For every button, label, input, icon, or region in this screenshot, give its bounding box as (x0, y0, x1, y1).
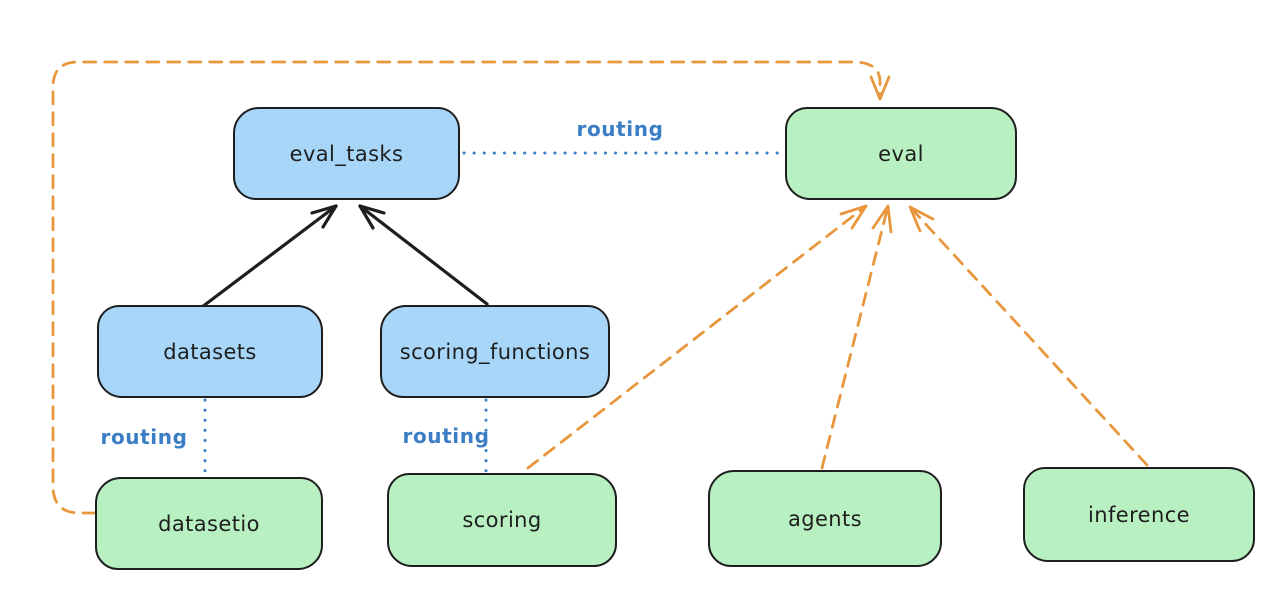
edge-inference-to-eval (908, 205, 1149, 467)
routing-label-datasets-datasetio: routing (100, 425, 188, 449)
node-datasetio-label: datasetio (158, 511, 260, 536)
edge-scoring-to-eval (526, 204, 868, 470)
node-scoring-functions-label: scoring_functions (399, 339, 591, 364)
node-agents: agents (708, 470, 942, 567)
node-eval: eval (785, 107, 1017, 200)
node-eval-tasks-label: eval_tasks (289, 141, 404, 166)
node-datasets-label: datasets (163, 339, 257, 364)
edge-datasetio-to-eval (51, 60, 891, 515)
node-eval-label: eval (878, 141, 924, 166)
routing-label-eval-tasks-eval: routing (576, 117, 664, 141)
edge-scoring-functions-to-eval-tasks (358, 204, 489, 306)
edge-datasets-to-eval-tasks (200, 204, 338, 309)
node-scoring-label: scoring (462, 508, 542, 532)
routing-label-scoring-functions-scoring: routing (402, 424, 490, 448)
node-datasets: datasets (97, 305, 323, 398)
node-eval-tasks: eval_tasks (233, 107, 460, 200)
node-inference-label: inference (1088, 502, 1190, 527)
node-scoring-functions: scoring_functions (380, 305, 610, 398)
node-inference: inference (1023, 467, 1255, 562)
edge-agents-to-eval (820, 204, 893, 470)
node-agents-label: agents (787, 506, 862, 531)
node-datasetio: datasetio (95, 477, 323, 570)
node-scoring: scoring (387, 473, 617, 567)
